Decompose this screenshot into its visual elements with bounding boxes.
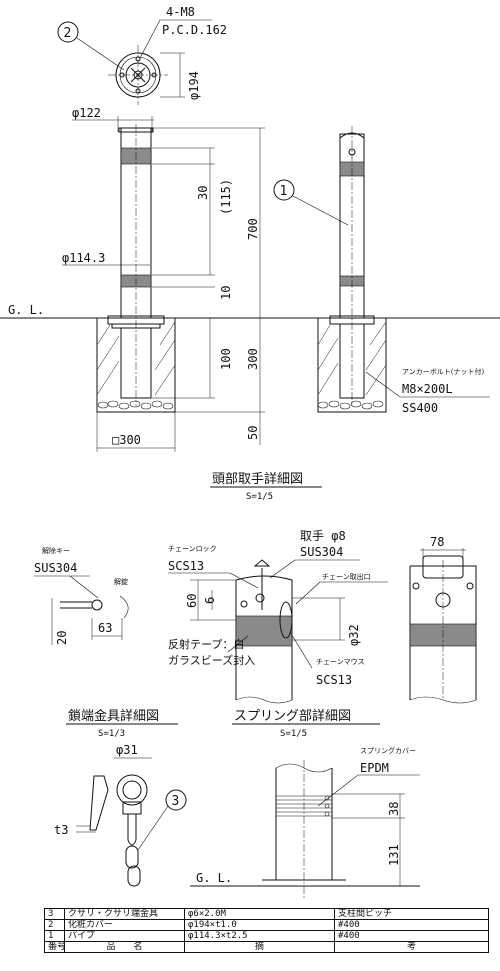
top-view: 2 4-M8 P.C.D.162 φ194 bbox=[57, 5, 227, 105]
spring-detail-scale: S=1/5 bbox=[280, 729, 307, 739]
balloon-2: 2 bbox=[64, 26, 72, 41]
key-dim-20: 20 bbox=[55, 631, 69, 645]
header-name: 品 名 bbox=[64, 941, 185, 953]
elev-dim-78: 78 bbox=[430, 535, 444, 549]
head-detail-scale: S=1/5 bbox=[246, 492, 273, 502]
handle-label: 取手 φ8 bbox=[300, 529, 346, 543]
key-dim-63: 63 bbox=[98, 621, 112, 635]
chain-mouse-material: SCS13 bbox=[316, 673, 352, 687]
spring-gl-label: G. L. bbox=[196, 871, 232, 885]
front-view: φ122 φ114.3 bbox=[0, 106, 500, 452]
lock-end-detail: 鎖端金具詳細図 S=1/3 φ31 t3 3 bbox=[54, 708, 187, 887]
reflect-tape-label: 反射テープ：白 bbox=[168, 637, 244, 651]
part-name: パイプ bbox=[64, 930, 185, 942]
spring-cover-material: EPDM bbox=[360, 761, 389, 775]
top-dia-194: φ194 bbox=[187, 71, 201, 100]
dia-114-label: φ114.3 bbox=[62, 251, 105, 265]
dim-30: 30 bbox=[196, 186, 210, 200]
anchor-material: SS400 bbox=[402, 401, 438, 415]
dim-100: 100 bbox=[219, 348, 233, 370]
dim-50: 50 bbox=[246, 426, 260, 440]
head-detail-title: 頭部取手詳細図 bbox=[212, 471, 303, 487]
dia-122-label: φ122 bbox=[72, 106, 101, 120]
part-spec: φ6×2.0M bbox=[184, 908, 335, 920]
header-spec: 摘 bbox=[184, 941, 335, 953]
release-key-material: SUS304 bbox=[34, 561, 77, 575]
anchor-size: M8×200L bbox=[402, 382, 453, 396]
dim-115: (115) bbox=[219, 179, 233, 215]
part-note: #400 bbox=[334, 930, 489, 942]
header-note: 考 bbox=[334, 941, 489, 953]
head-dim-6: 6 bbox=[203, 597, 217, 604]
part-name: 化粧カバー bbox=[64, 919, 185, 931]
handle-material: SUS304 bbox=[300, 545, 343, 559]
part-no: 2 bbox=[44, 919, 65, 931]
gl-label: G. L. bbox=[8, 303, 44, 317]
head-dim-60: 60 bbox=[185, 594, 199, 608]
head-dim-32: φ32 bbox=[347, 624, 361, 646]
part-name: クサリ・クサリ端金具 bbox=[64, 908, 185, 920]
part-no: 1 bbox=[44, 930, 65, 942]
header-no: 番号 bbox=[44, 941, 65, 953]
balloon-1: 1 bbox=[280, 184, 288, 199]
anchor-bolt-label: アンカーボルト(ナット付) bbox=[402, 367, 484, 376]
table-row: 1 パイプ φ114.3×t2.5 #400 bbox=[44, 930, 489, 942]
head-detail: 頭部取手詳細図 S=1/5 解除キー SUS304 解錠 20 63 チェーンロ… bbox=[34, 471, 477, 704]
table-row: 2 化粧カバー φ194×t1.0 #400 bbox=[44, 919, 489, 931]
lock-dim-t3: t3 bbox=[54, 823, 68, 837]
bolt-spec: 4-M8 bbox=[166, 5, 195, 19]
base-300: □300 bbox=[112, 433, 141, 447]
head-reflective-band bbox=[235, 615, 293, 647]
part-note: 支柱間ピッチ bbox=[334, 908, 489, 920]
lock-detail-scale: S=1/3 bbox=[98, 729, 125, 739]
balloon-3: 3 bbox=[172, 794, 180, 809]
spring-dim-38: 38 bbox=[387, 802, 401, 816]
chain-lock-material: SCS13 bbox=[168, 559, 204, 573]
release-key-label: 解除キー bbox=[42, 546, 70, 555]
unlock-label: 解錠 bbox=[114, 577, 128, 586]
spring-detail-title: スプリング部詳細図 bbox=[234, 708, 351, 724]
spring-dim-131: 131 bbox=[387, 844, 401, 866]
part-note: #400 bbox=[334, 919, 489, 931]
chain-lock-label: チェーンロック bbox=[168, 545, 217, 553]
pcd-label: P.C.D.162 bbox=[162, 23, 227, 37]
lock-dim-31: φ31 bbox=[116, 743, 138, 757]
part-no: 3 bbox=[44, 908, 65, 920]
dim-10: 10 bbox=[219, 286, 233, 300]
dim-300: 300 bbox=[246, 348, 260, 370]
part-spec: φ194×t1.0 bbox=[184, 919, 335, 931]
side-view: 1 アンカーボルト(ナット付) M8×200L SS400 bbox=[273, 126, 490, 415]
chain-outlet-label: チェーン取出口 bbox=[322, 572, 371, 581]
gravel-layer bbox=[97, 400, 174, 410]
spring-detail: スプリング部詳細図 S=1/5 スプリングカバー EPDM G. L. 3 bbox=[190, 708, 420, 898]
part-spec: φ114.3×t2.5 bbox=[184, 930, 335, 942]
lock-detail-title: 鎖端金具詳細図 bbox=[68, 708, 159, 724]
parts-table: 3 クサリ・クサリ端金具 φ6×2.0M 支柱間ピッチ 2 化粧カバー φ194… bbox=[44, 908, 489, 953]
dim-700: 700 bbox=[246, 218, 260, 240]
table-header: 番号 品 名 摘 考 bbox=[44, 941, 489, 953]
spring-cover-label: スプリングカバー bbox=[360, 746, 416, 755]
table-row: 3 クサリ・クサリ端金具 φ6×2.0M 支柱間ピッチ bbox=[44, 908, 489, 920]
glass-beads-label: ガラスビーズ封入 bbox=[168, 653, 255, 667]
chain-mouse-label: チェーンマウス bbox=[316, 658, 365, 666]
